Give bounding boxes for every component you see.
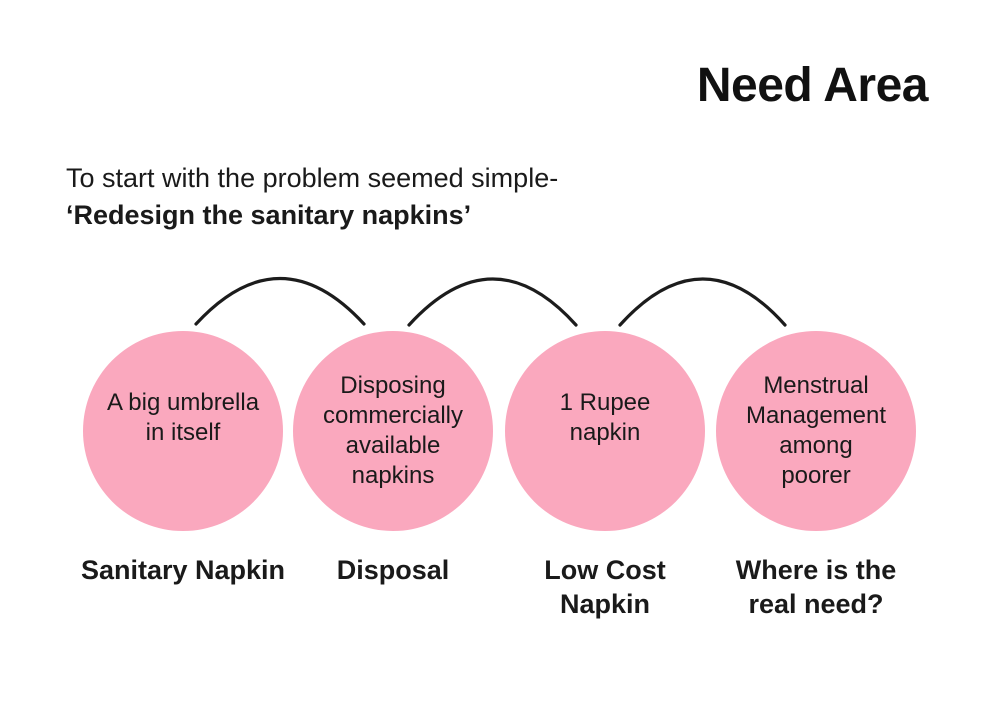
need-circle-text: A big umbrella in itself	[106, 389, 260, 446]
intro-text: To start with the problem seemed simple-…	[66, 160, 558, 234]
need-circle-text: 1 Rupee napkin	[559, 389, 651, 446]
need-circle-sanitary-napkin: A big umbrella in itself	[83, 331, 283, 531]
need-circle-disposal: Disposing commercially available napkins	[293, 331, 493, 531]
slide-title: Need Area	[696, 59, 929, 112]
circle-label-sanitary-napkin: Sanitary Napkin	[80, 555, 286, 585]
need-circle-low-cost: 1 Rupee napkin	[505, 331, 705, 531]
intro-line-1: To start with the problem seemed simple-	[66, 163, 559, 193]
connector-arc-1	[194, 277, 366, 326]
circle-label-low-cost-napkin: Low Cost Napkin	[544, 555, 666, 619]
connector-arc-3	[618, 277, 787, 327]
need-circle-text: Menstrual Management among poorer	[745, 372, 887, 489]
connector-arc-2	[407, 277, 578, 327]
intro-line-2: ‘Redesign the sanitary napkins’	[66, 200, 472, 230]
need-circle-text: Disposing commercially available napkins	[322, 372, 463, 489]
circle-label-where-is-the-real-need: Where is the real need?	[735, 555, 897, 619]
need-circle-menstrual-management: Menstrual Management among poorer	[716, 331, 916, 531]
circle-label-disposal: Disposal	[336, 555, 450, 585]
